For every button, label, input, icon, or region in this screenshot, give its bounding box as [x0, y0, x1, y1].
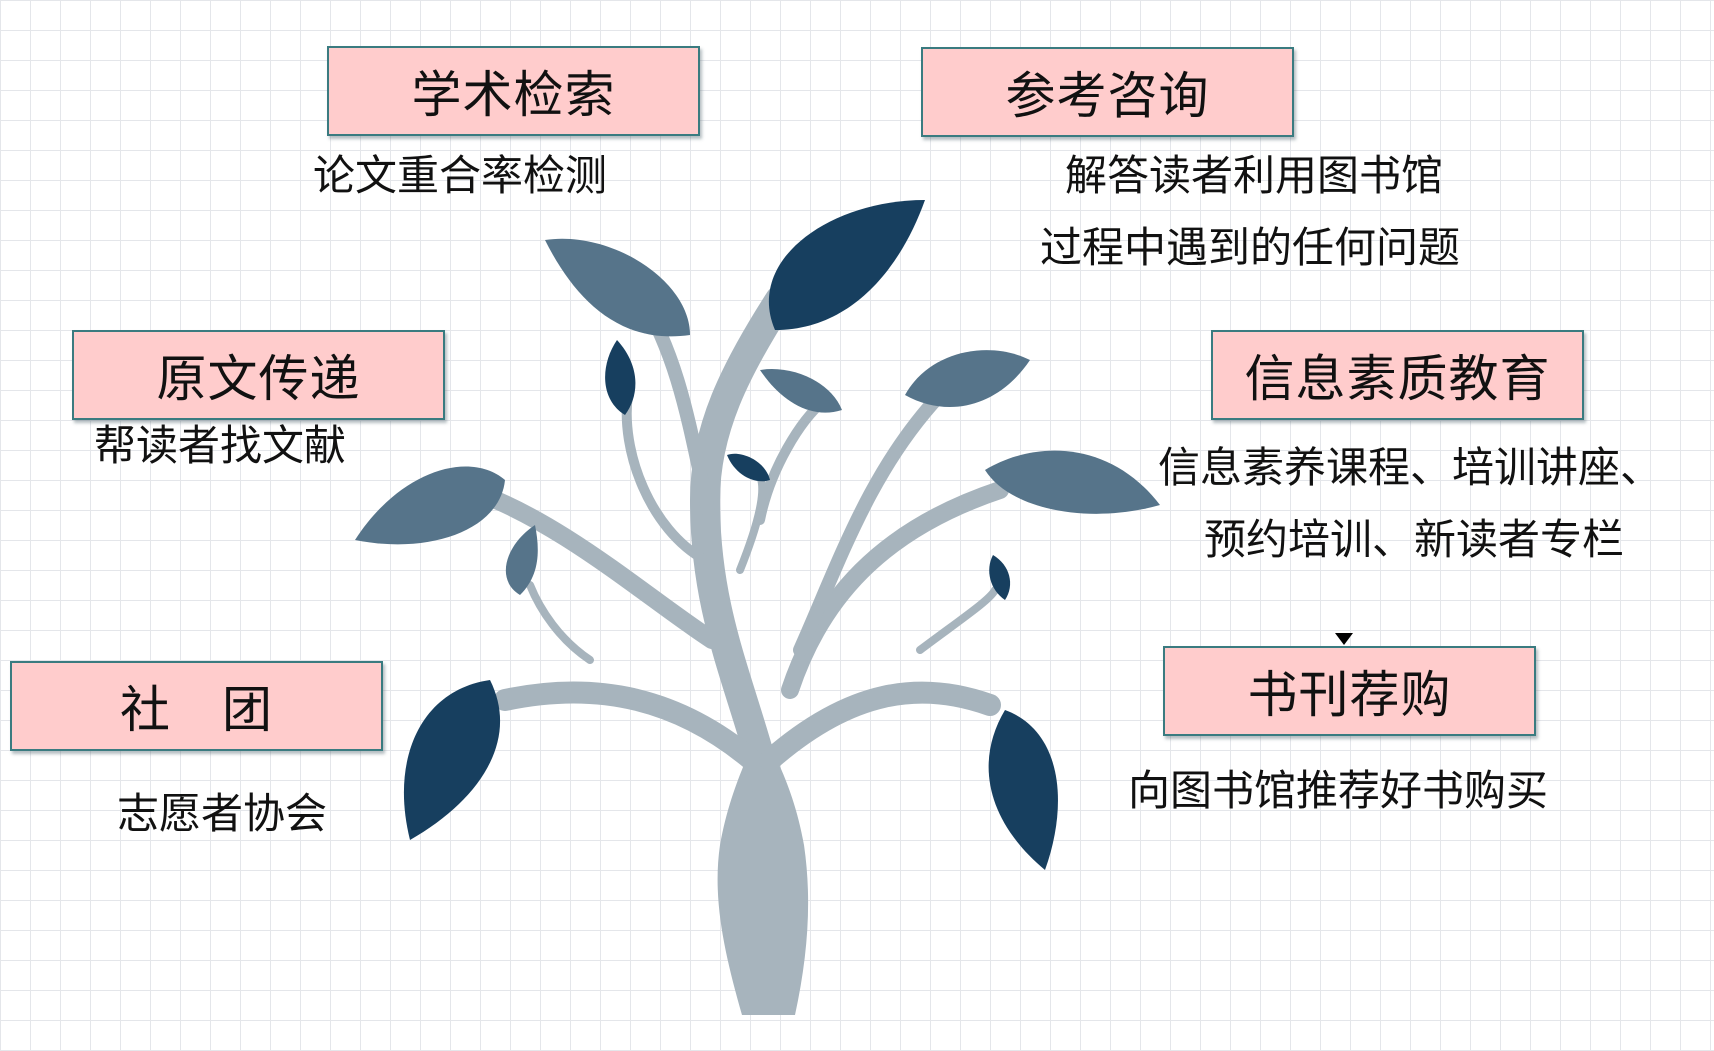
desc-line: 过程中遇到的任何问题: [1040, 223, 1461, 272]
branch-small-lower-left: [526, 581, 594, 664]
branch-small-inner: [736, 466, 767, 574]
leaf-small-center: [760, 369, 842, 413]
node-reference-consultation[interactable]: 参考咨询: [921, 47, 1294, 137]
leaf-top-right: [768, 200, 925, 330]
leaf-right-large: [985, 450, 1160, 514]
node-academic-search[interactable]: 学术检索: [327, 46, 700, 136]
leaf-small-right: [989, 555, 1011, 600]
node-book-recommendation-title: 书刊荐购: [1247, 666, 1452, 724]
leaf-left-large: [355, 466, 505, 545]
node-document-delivery[interactable]: 原文传递: [72, 330, 445, 420]
node-reference-consultation-title: 参考咨询: [1005, 67, 1210, 125]
branch-lower-left: [494, 681, 763, 771]
tree-trunk: [717, 745, 809, 1015]
branch-small-center: [755, 395, 830, 525]
branch-left: [461, 481, 721, 649]
node-academic-search-title: 学术检索: [411, 66, 616, 124]
node-reference-consultation-desc: 解答读者利用图书馆 过程中遇到的任何问题: [1040, 140, 1460, 284]
arrow-head-marker: [1335, 633, 1353, 645]
tree-leaves: [355, 200, 1160, 870]
branch-mid-right: [793, 388, 947, 657]
node-clubs-desc: 志愿者协会: [117, 778, 327, 850]
branch-small-left: [621, 390, 710, 565]
desc-line: 向图书馆推荐好书购买: [1128, 766, 1549, 815]
node-book-recommendation[interactable]: 书刊荐购: [1163, 646, 1536, 736]
node-document-delivery-title: 原文传递: [156, 350, 361, 408]
tree-trunk-and-branches: [461, 285, 1009, 1015]
node-clubs[interactable]: 社 团: [10, 661, 383, 751]
node-academic-search-desc: 论文重合率检测: [313, 140, 607, 212]
leaf-small-left-lower: [505, 525, 538, 595]
leaf-lower-left-large: [403, 680, 501, 840]
leaf-top-left: [545, 238, 690, 337]
desc-line: 预约培训、新读者专栏: [1204, 515, 1625, 564]
node-document-delivery-desc: 帮读者找文献: [94, 410, 346, 482]
branch-lower-right: [759, 681, 1001, 771]
desc-line: 论文重合率检测: [313, 151, 608, 200]
node-clubs-title: 社 团: [120, 681, 273, 739]
leaf-upper-right: [905, 350, 1030, 408]
leaf-lower-right-large: [988, 710, 1058, 870]
node-information-literacy-desc: 信息素养课程、培训讲座、 预约培训、新读者专栏: [1158, 432, 1662, 576]
node-information-literacy-title: 信息素质教育: [1244, 350, 1551, 408]
node-book-recommendation-desc: 向图书馆推荐好书购买: [1128, 755, 1548, 827]
leaf-small-left-upper: [605, 340, 636, 415]
desc-line: 信息素养课程、培训讲座、: [1158, 443, 1663, 492]
branch-small-right: [916, 586, 999, 654]
desc-line: 解答读者利用图书馆: [1065, 151, 1444, 200]
node-information-literacy[interactable]: 信息素质教育: [1211, 330, 1584, 420]
desc-line: 帮读者找文献: [94, 421, 347, 470]
leaf-small-inner: [727, 453, 770, 482]
desc-line: 志愿者协会: [117, 789, 328, 838]
